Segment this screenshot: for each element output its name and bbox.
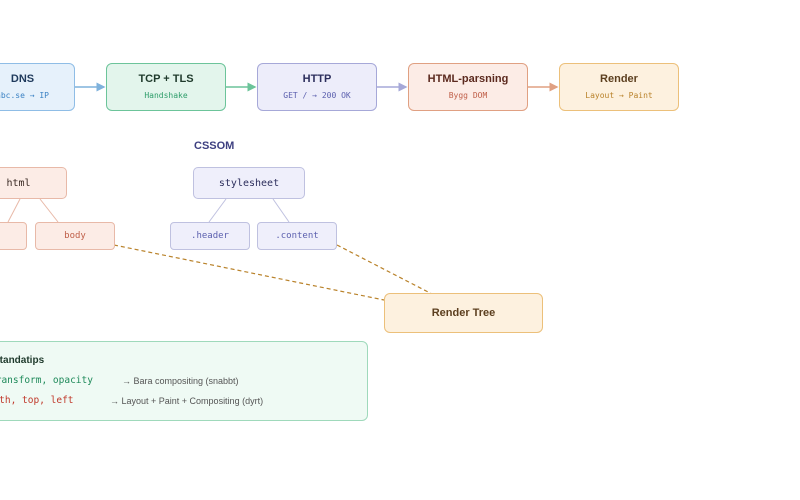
pipeline-parse-title: HTML-parsning <box>427 73 509 85</box>
pipeline-render-title: Render <box>600 73 638 85</box>
pipeline-tcp-title: TCP + TLS <box>138 73 194 85</box>
cssom-node-header: .header <box>170 222 250 250</box>
cssom-node-stylesheet-label: stylesheet <box>218 177 280 189</box>
dom-node-body-label: body <box>64 231 86 241</box>
dom-node-body: body <box>35 222 115 250</box>
pipeline-http: HTTP GET / → 200 OK <box>257 63 377 111</box>
tips-panel <box>0 341 368 421</box>
pipeline-http-title: HTTP <box>302 73 332 85</box>
render-tree-node: Render Tree <box>384 293 543 333</box>
cssom-node-content-label: .content <box>275 231 319 241</box>
dom-node-html: html <box>0 167 67 199</box>
pipeline-tcp-sub: Handshake <box>144 91 188 100</box>
pipeline-tcp-tls: TCP + TLS Handshake <box>106 63 226 111</box>
pipeline-parse-sub: Bygg DOM <box>448 91 488 100</box>
dom-node-left <box>0 222 27 250</box>
tip-fast-code: transform, opacity <box>0 375 93 386</box>
edge-stylesheet-content <box>272 198 290 223</box>
edge-content-rendertree <box>336 244 433 295</box>
edge-html-left <box>7 198 21 223</box>
cssom-node-content: .content <box>257 222 337 250</box>
cssom-node-stylesheet: stylesheet <box>193 167 305 199</box>
edge-body-rendertree <box>113 244 385 301</box>
pipeline-dns-title: DNS <box>10 73 35 85</box>
edge-stylesheet-header <box>208 198 227 223</box>
tip-fast-desc: → Bara compositing (snabbt) <box>122 376 239 386</box>
cssom-heading: CSSOM <box>194 140 235 152</box>
pipeline-render-sub: Layout → Paint <box>585 91 653 100</box>
dom-node-html-label: html <box>6 177 31 189</box>
cssom-node-header-label: .header <box>191 231 229 241</box>
pipeline-render: Render Layout → Paint <box>559 63 679 111</box>
pipeline-html-parse: HTML-parsning Bygg DOM <box>408 63 528 111</box>
render-tree-label: Render Tree <box>431 307 496 319</box>
pipeline-http-sub: GET / → 200 OK <box>283 91 351 100</box>
pipeline-dns-sub: abc.se → IP <box>0 91 49 100</box>
tip-slow-desc: → Layout + Paint + Compositing (dyrt) <box>110 396 264 406</box>
pipeline-dns: DNS abc.se → IP <box>0 63 75 111</box>
tip-slow-code: width, top, left <box>0 395 74 406</box>
tips-title: Prestandatips <box>0 355 45 366</box>
edge-html-body <box>39 198 59 223</box>
